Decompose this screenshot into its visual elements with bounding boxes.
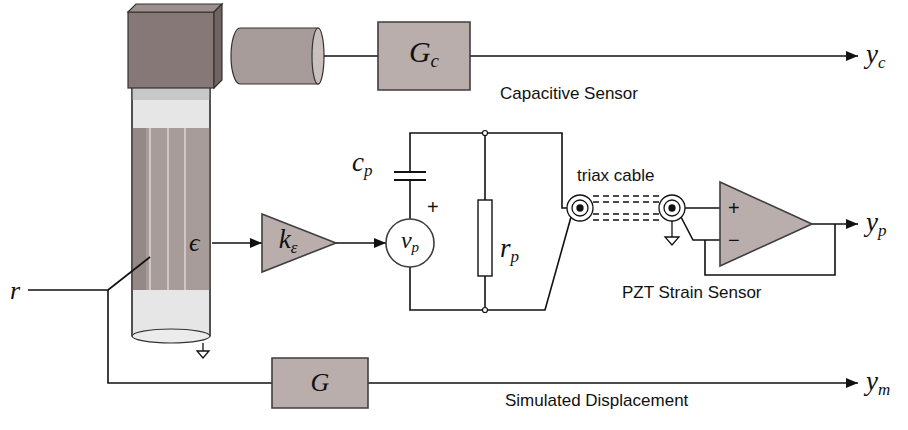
- piezo-tube: [214, 4, 222, 88]
- wire: [409, 180, 411, 219]
- piezo-tube: [128, 4, 222, 12]
- piezo-tube: [128, 12, 214, 88]
- block-symbol: G: [311, 368, 330, 398]
- gain-symbol: kε: [279, 223, 298, 264]
- resistance-symbol: rp: [500, 232, 519, 273]
- input-signal-name: r: [10, 276, 20, 306]
- strain-symbol: ϵ: [189, 228, 199, 258]
- wire: [488, 217, 572, 310]
- piezo-tube: [131, 88, 132, 336]
- capacitor-symbol: [394, 179, 426, 181]
- piezo-tube: [132, 329, 210, 343]
- ground-symbol: [197, 351, 209, 358]
- terminal-dot: [483, 131, 488, 313]
- ground-symbol: [665, 237, 679, 245]
- triax-cable: [572, 200, 588, 216]
- op-amp: +−: [720, 182, 812, 266]
- block-symbol: Gc: [409, 36, 439, 77]
- signal-name: ym: [866, 365, 890, 406]
- polarity-sign: +: [427, 196, 439, 218]
- piezo-tube: [132, 128, 210, 290]
- capacitor-symbol: [394, 172, 426, 180]
- piezo-tube: [209, 88, 210, 336]
- wire: [488, 133, 568, 208]
- input-sign: +: [728, 197, 812, 219]
- transfer-block-outline: [378, 22, 470, 90]
- polarity-sign: +: [427, 196, 439, 218]
- wire: [410, 133, 483, 172]
- triax-cable: [669, 205, 675, 211]
- triax-cable: [567, 195, 593, 221]
- resistor-symbol: [478, 200, 492, 276]
- ground-symbol: [202, 343, 203, 351]
- terminal-dot: [483, 308, 488, 313]
- sensor-name: Capacitive Sensor: [500, 84, 638, 104]
- capacitance-symbol: cp: [352, 146, 372, 187]
- wire: [28, 289, 108, 291]
- model-name: Simulated Displacement: [505, 391, 688, 411]
- signal-name: yc: [866, 38, 886, 79]
- op-amp-outline: [720, 182, 812, 266]
- resistance-symbol: rp: [500, 232, 519, 273]
- transfer-block: Gc: [378, 22, 470, 90]
- terminal-dot: [483, 131, 488, 136]
- wire: [28, 56, 858, 383]
- wire: [681, 217, 720, 240]
- signal-name: yp: [866, 206, 886, 247]
- triax-cable: [593, 195, 659, 196]
- capacitor-symbol: [394, 171, 426, 173]
- cable-name: triax cable: [577, 166, 654, 186]
- wire: [484, 136, 486, 201]
- triax-cable: [593, 219, 659, 220]
- capacitive-probe: [231, 28, 318, 84]
- triax-cable: [593, 213, 659, 214]
- voltage-source-outline: [386, 219, 434, 267]
- voltage-source: vp: [386, 219, 434, 267]
- wire: [484, 276, 486, 308]
- signal-name: yp: [866, 206, 886, 247]
- piezo-tube: [132, 88, 210, 100]
- triax-cable: [664, 200, 680, 216]
- signal-name: yc: [866, 38, 886, 79]
- op-amp-outline: [720, 182, 812, 266]
- wire: [108, 290, 272, 383]
- input-signal-name: r: [10, 276, 20, 306]
- piezo-tube: [132, 88, 210, 336]
- transfer-block-outline: [272, 358, 368, 408]
- signal-arrow: [336, 242, 386, 244]
- piezo-tube: [149, 128, 151, 290]
- wire: [108, 257, 150, 290]
- piezo-tube: [128, 4, 222, 343]
- wire: [368, 382, 858, 384]
- transfer-block: G: [272, 358, 368, 408]
- cable-name: triax cable: [577, 166, 654, 186]
- strain-symbol: ϵ: [189, 228, 199, 258]
- triax-cable: [577, 205, 583, 211]
- triax-cable: [567, 195, 685, 221]
- wire: [410, 267, 483, 310]
- capacitance-symbol: cp: [352, 146, 372, 187]
- piezo-tube: [167, 128, 169, 290]
- gain-triangle: kε: [262, 214, 336, 272]
- piezo-tube: [184, 128, 186, 290]
- sensor-name: Capacitive Sensor: [500, 84, 638, 104]
- triax-cable: [593, 201, 659, 202]
- sensor-name: PZT Strain Sensor: [622, 283, 762, 303]
- model-name: Simulated Displacement: [505, 391, 688, 411]
- source-symbol: vp: [401, 226, 419, 261]
- gain-triangle-outline: [262, 214, 336, 272]
- sensor-name: PZT Strain Sensor: [622, 283, 762, 303]
- signal-name: ym: [866, 365, 890, 406]
- ground-symbol: [671, 221, 672, 237]
- capacitive-probe: [231, 28, 324, 84]
- triax-cable: [659, 195, 685, 221]
- wire: [470, 55, 858, 57]
- input-sign: −: [728, 229, 812, 251]
- wire: [212, 242, 262, 244]
- wire: [324, 55, 378, 57]
- gain-triangle-outline: [262, 214, 336, 272]
- capacitive-probe: [312, 28, 324, 84]
- wire: [685, 207, 720, 209]
